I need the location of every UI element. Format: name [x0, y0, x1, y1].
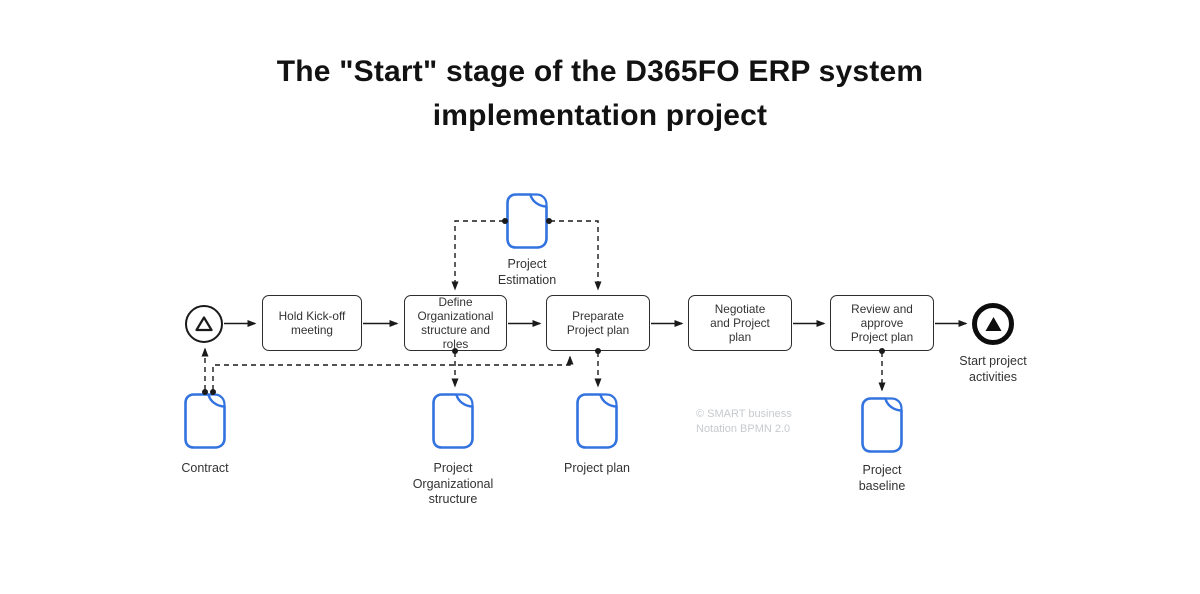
- document-contract-icon: [184, 393, 226, 449]
- end-event: [972, 303, 1014, 345]
- task-negotiate-project-plan: Negotiate and Project plan: [688, 295, 792, 351]
- diagram-title: The "Start" stage of the D365FO ERP syst…: [276, 55, 924, 132]
- document-project-baseline-icon: [861, 397, 903, 453]
- document-project-estimation-icon: [506, 193, 548, 249]
- document-project-organizational-structure-icon: [432, 393, 474, 449]
- task-hold-kickoff-meeting: Hold Kick-off meeting: [262, 295, 362, 351]
- task-review-approve-project-plan: Review and approve Project plan: [830, 295, 934, 351]
- escalation-triangle-filled-icon: [985, 317, 1001, 331]
- document-project-plan-icon: [576, 393, 618, 449]
- task-define-organizational-structure: Define Organizational structure and role…: [404, 295, 507, 351]
- start-event: [185, 305, 223, 343]
- label-project-baseline: Project baseline: [858, 463, 906, 493]
- label-start-project-activities: Start project activities: [959, 354, 1027, 384]
- task-preparate-project-plan: Preparate Project plan: [546, 295, 650, 351]
- label-contract: Contract: [181, 461, 229, 475]
- label-project-estimation: Project Estimation: [497, 257, 557, 287]
- watermark: © SMART business Notation BPMN 2.0: [696, 408, 792, 435]
- label-project-plan: Project plan: [563, 461, 630, 475]
- escalation-triangle-outline-icon: [195, 316, 213, 332]
- label-project-organizational-structure: Project Organizational structure: [412, 461, 494, 506]
